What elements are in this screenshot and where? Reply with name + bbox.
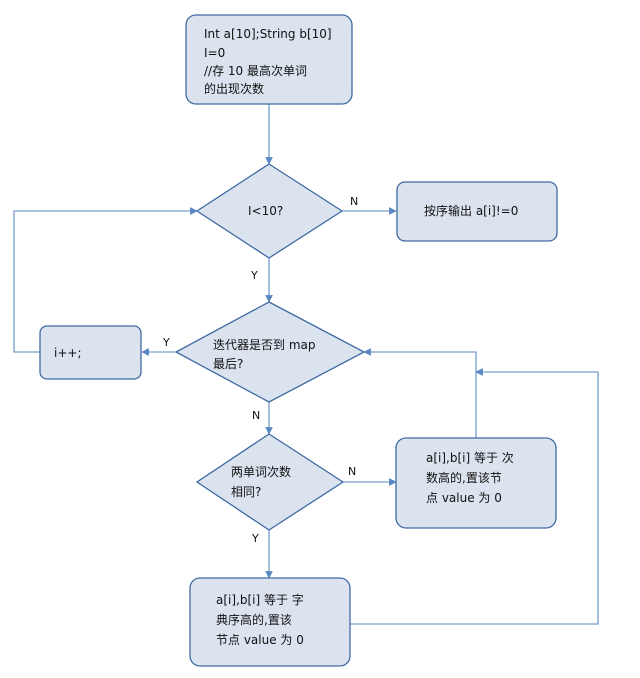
edge-count-higher-back-to-map-check	[363, 348, 477, 438]
edge-label-map-yes: Y	[162, 336, 170, 349]
count-higher-box-line-2: 数高的,置该节	[426, 470, 502, 485]
count-same-check-line-1: 两单词次数	[231, 464, 291, 479]
edge-label-map-no: N	[252, 409, 260, 422]
edge-label-loop-yes: Y	[250, 269, 258, 282]
count-same-check-diamond	[195, 433, 345, 531]
output-box-text: 按序输出 a[i]!=0	[424, 203, 518, 218]
edge-label-same-yes: Y	[251, 532, 259, 545]
dict-higher-box-line-1: a[i],b[i] 等于 字	[216, 592, 304, 607]
count-higher-box-line-1: a[i],b[i] 等于 次	[426, 451, 514, 465]
init-box-line-4: 的出现次数	[204, 81, 264, 96]
edge-increment-back-to-loop-check	[13, 207, 198, 353]
loop-check-diamond	[195, 163, 344, 259]
init-box-line-3: //存 10 最高次单词	[204, 63, 307, 78]
init-box	[185, 14, 353, 105]
edge-label-loop-no: N	[350, 195, 358, 208]
map-end-check-line-1: 迭代器是否到 map	[213, 338, 315, 352]
map-end-check-diamond	[174, 301, 366, 403]
increment-box	[39, 325, 142, 380]
init-box-line-2: I=0	[204, 46, 225, 60]
count-higher-box-line-3: 点 value 为 0	[426, 491, 502, 505]
loop-check-text: I<10?	[248, 204, 283, 218]
output-box	[396, 181, 558, 242]
dict-higher-box-line-2: 典序高的,置该	[216, 612, 292, 627]
edge-dict-higher-back-to-map-check	[350, 368, 599, 625]
map-end-check-line-2: 最后?	[213, 357, 243, 371]
count-same-check-line-2: 相同?	[231, 485, 261, 499]
count-higher-box	[395, 437, 557, 529]
dict-higher-box	[189, 577, 351, 667]
edge-label-same-no: N	[348, 465, 356, 478]
increment-box-text: i++;	[54, 346, 82, 360]
init-box-line-1: Int a[10];String b[10]	[204, 27, 332, 41]
dict-higher-box-line-3: 节点 value 为 0	[216, 633, 304, 647]
